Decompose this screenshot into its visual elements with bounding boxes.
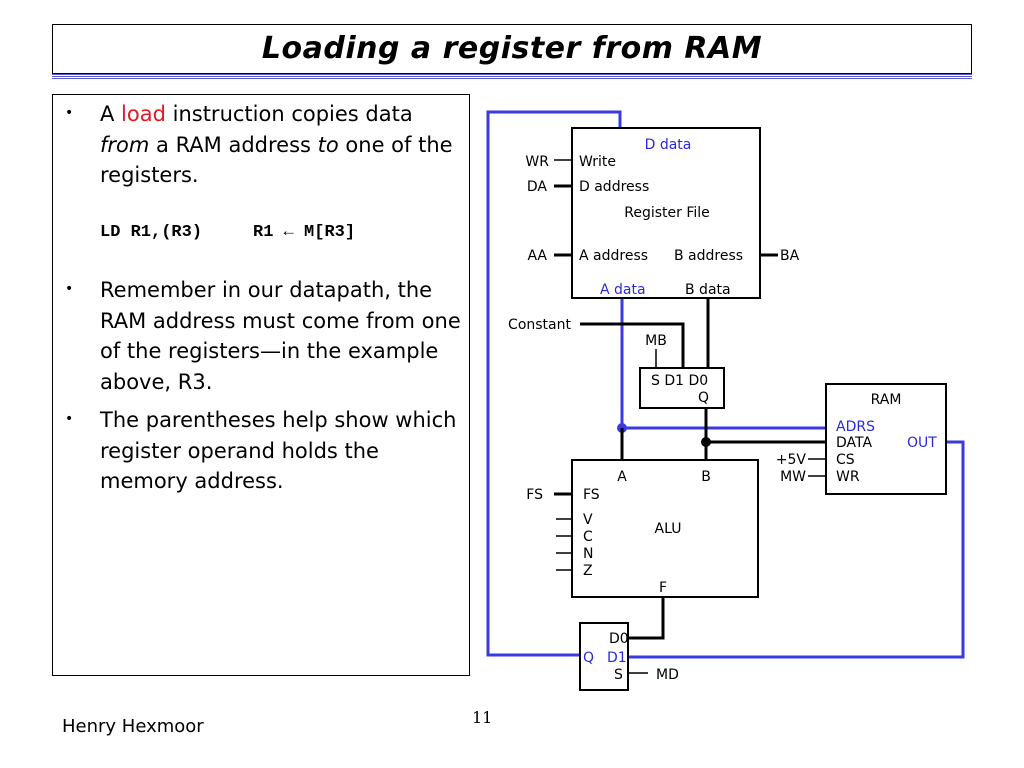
mux-b-box (639, 367, 725, 409)
code-rtl: R1 ← M[R3] (253, 223, 356, 242)
component-boxes (571, 127, 947, 691)
from-emphasis: from (100, 132, 150, 157)
bullet-3-text: The parentheses help show which register… (100, 408, 457, 493)
f-to-mux-wire (628, 597, 665, 640)
black-wires (554, 184, 826, 640)
alu-fs-label: FS (583, 487, 600, 503)
fs-signal-label: FS (526, 487, 543, 503)
a-address-label: A address (579, 248, 648, 264)
ram-title: RAM (871, 392, 902, 408)
register-file-box (571, 127, 761, 299)
bullet-marker-2: • (65, 281, 74, 297)
alu-c-label: C (583, 529, 593, 545)
d-data-label: D data (645, 137, 692, 153)
mux-d-box (579, 622, 629, 691)
bullet-2-text: Remember in our datapath, the RAM addres… (100, 278, 461, 394)
title-shadow (52, 74, 972, 80)
aa-signal-label: AA (527, 248, 547, 264)
da-signal-label: DA (527, 179, 548, 195)
title-box: Loading a register from RAM (52, 24, 972, 74)
bullet-marker-1: • (65, 105, 74, 121)
a-data-label: A data (600, 282, 646, 298)
bullet-1-part: a RAM address (149, 132, 318, 157)
bullet-1-text: A load instruction copies data from a RA… (100, 99, 465, 191)
write-label: Write (579, 154, 616, 170)
alu-v-label: V (583, 512, 593, 528)
md-signal-label: MD (656, 667, 679, 683)
mw-signal-label: MW (780, 469, 806, 485)
ba-signal-label: BA (780, 248, 800, 264)
code-instruction: LD R1,(R3) (100, 223, 203, 242)
ram-data-label: DATA (836, 435, 872, 451)
b-data-label: B data (685, 282, 731, 298)
thin-wires (554, 159, 826, 674)
ram-out-wire (628, 440, 965, 659)
to-emphasis: to (317, 132, 339, 157)
write-back-wire (486, 110, 622, 657)
alu-b-label: B (701, 469, 711, 485)
alu-title: ALU (655, 521, 682, 537)
ram-out-label: OUT (907, 435, 937, 451)
footer-author: Henry Hexmoor (62, 716, 204, 737)
bullet-marker-3: • (65, 411, 74, 427)
mux-b-inputs-label: S D1 D0 (651, 373, 708, 389)
constant-label: Constant (508, 317, 571, 333)
mux-d-s-label: S (614, 667, 623, 683)
mux-d-q-label: Q (583, 650, 594, 666)
bullet-1-part: A (100, 102, 122, 126)
mux-b-q-label: Q (698, 390, 709, 406)
bullet-text-box: • A load instruction copies data from a … (52, 94, 470, 676)
bullet-1-part: one of the registers. (100, 132, 453, 188)
plus5v-label: +5V (776, 452, 807, 468)
alu-box (571, 459, 759, 598)
mux-d-d0-label: D0 (609, 631, 629, 647)
page-number: 11 (472, 708, 493, 727)
junction-dot-b (701, 437, 711, 447)
ram-cs-label: CS (836, 452, 855, 468)
mux-d-d1-label: D1 (607, 650, 627, 666)
register-file-title: Register File (624, 205, 710, 221)
constant-wire (580, 322, 685, 368)
b-address-label: B address (674, 248, 743, 264)
wr-signal-label: WR (525, 154, 549, 170)
ram-adrs-label: ADRS (836, 419, 875, 435)
ram-box (825, 383, 947, 495)
alu-a-label: A (617, 469, 627, 485)
alu-f-label: F (659, 580, 667, 596)
alu-n-label: N (583, 546, 593, 562)
slide-title: Loading a register from RAM (261, 31, 763, 66)
code-example: LD R1,(R3) R1 ← M[R3] (100, 223, 355, 242)
load-keyword: load (121, 102, 166, 126)
mb-label: MB (645, 333, 667, 349)
alu-z-label: Z (583, 563, 593, 579)
ram-wr-label: WR (836, 469, 860, 485)
d-address-label: D address (579, 179, 649, 195)
bullet-1-part: instruction copies data (165, 102, 413, 126)
